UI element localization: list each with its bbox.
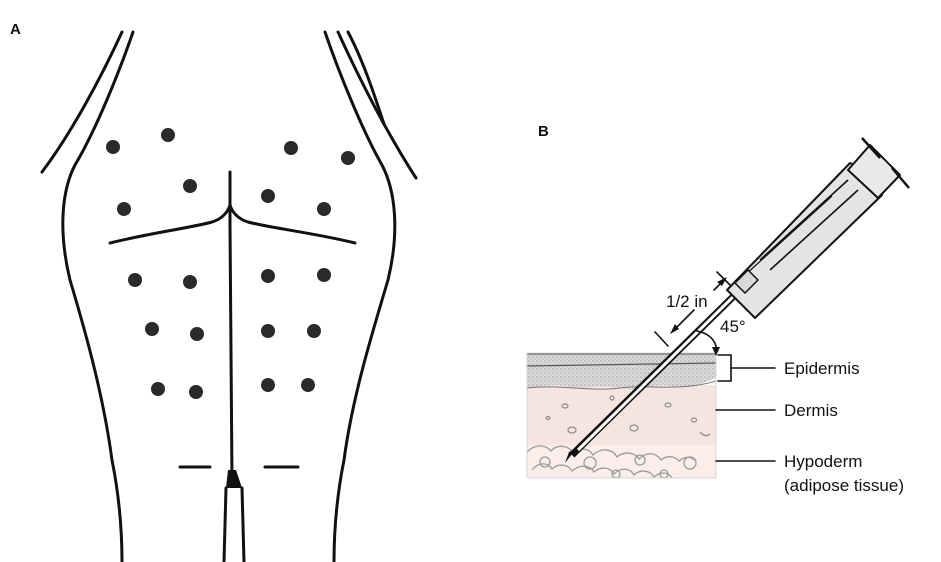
- right-outer-contour: [325, 32, 395, 562]
- syringe-hub: [727, 138, 909, 318]
- depth-label: 1/2 in: [666, 292, 708, 311]
- injection-site: [128, 273, 142, 287]
- injection-site: [183, 275, 197, 289]
- injection-site: [190, 327, 204, 341]
- right-waist-inner-line: [348, 32, 384, 124]
- injection-site: [261, 324, 275, 338]
- left-inner-thigh: [224, 488, 226, 562]
- epidermis-label: Epidermis: [784, 359, 860, 378]
- injection-site: [301, 378, 315, 392]
- right-inner-thigh: [242, 488, 244, 562]
- hypoderm-label: Hypoderm: [784, 452, 862, 471]
- injection-site: [145, 322, 159, 336]
- injection-site: [317, 202, 331, 216]
- injection-site: [261, 189, 275, 203]
- injection-site: [261, 269, 275, 283]
- injection-site: [151, 382, 165, 396]
- body-outline: [42, 32, 416, 562]
- panel-b-letter: B: [538, 123, 549, 140]
- depth-tick-bottom: [655, 332, 668, 346]
- injection-site: [261, 378, 275, 392]
- injection-site: [284, 141, 298, 155]
- injection-site: [117, 202, 131, 216]
- inner-leg-line: [230, 225, 232, 480]
- injection-site: [183, 179, 197, 193]
- injection-site: [317, 268, 331, 282]
- injection-site: [307, 324, 321, 338]
- panel-a: A: [10, 21, 416, 562]
- layer-callouts: Epidermis Dermis Hypoderm (adipose tissu…: [716, 355, 904, 495]
- left-outer-contour: [63, 32, 133, 562]
- angle-label: 45°: [720, 317, 746, 336]
- dermis-label: Dermis: [784, 401, 838, 420]
- dermis-layer: [527, 385, 716, 445]
- injection-site: [341, 151, 355, 165]
- thigh-gap: [226, 470, 242, 488]
- hub-body: [727, 163, 882, 318]
- injection-site: [106, 140, 120, 154]
- epidermis-bracket: [718, 355, 731, 381]
- panel-a-letter: A: [10, 21, 21, 38]
- skin-cross-section: [527, 353, 716, 478]
- panel-b: B: [527, 123, 909, 495]
- injection-site: [189, 385, 203, 399]
- hypoderm-note: (adipose tissue): [784, 476, 904, 495]
- epidermis-layer: [527, 353, 716, 389]
- injection-site: [161, 128, 175, 142]
